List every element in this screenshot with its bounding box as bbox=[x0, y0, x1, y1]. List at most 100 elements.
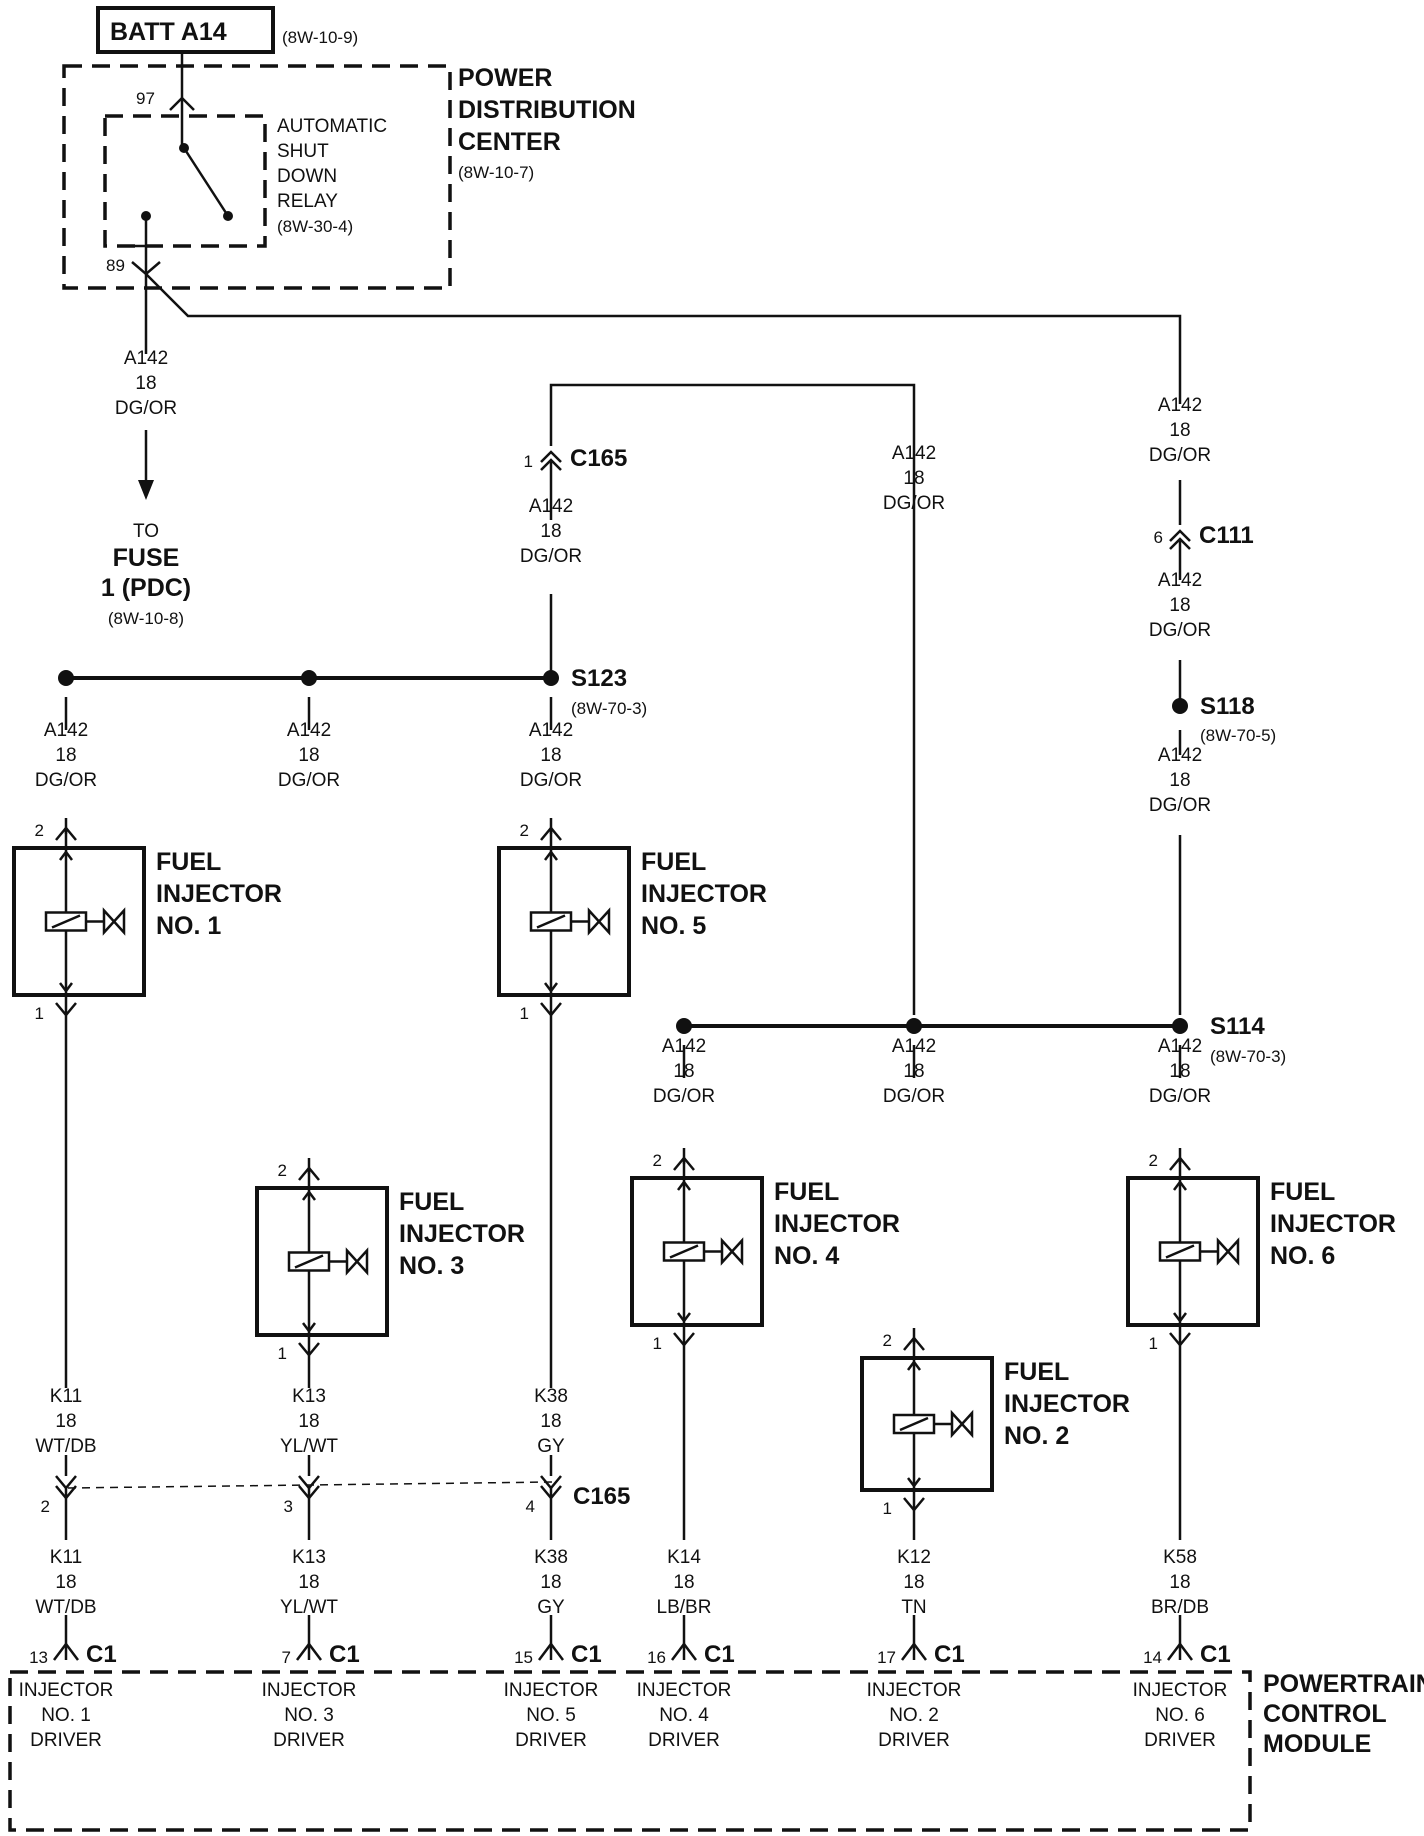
fuse-label-1: TO bbox=[133, 521, 159, 542]
a142-label-6-circuit: A142 bbox=[1158, 745, 1202, 766]
label-k58-gauge: 18 bbox=[1169, 1572, 1190, 1593]
injector-box bbox=[497, 846, 631, 997]
label-upper-k38-circuit: K38 bbox=[534, 1386, 568, 1407]
a142-label-6-color: DG/OR bbox=[1149, 795, 1211, 816]
fuse-label-2: FUSE bbox=[113, 544, 180, 572]
pdc-boundary bbox=[62, 64, 452, 290]
injector-label-1: FUEL bbox=[399, 1188, 464, 1216]
a142-label-5-gauge: 18 bbox=[1169, 595, 1190, 616]
driver-label-3: DRIVER bbox=[878, 1730, 950, 1751]
splice-s123 bbox=[543, 670, 559, 686]
c111-terminal bbox=[1169, 537, 1191, 550]
valve-icon bbox=[950, 1409, 974, 1439]
injector-box bbox=[860, 1356, 994, 1492]
valve-icon bbox=[720, 1237, 744, 1266]
a142-label-1-circuit: A142 bbox=[124, 348, 168, 369]
label-upper-k38-gauge: 18 bbox=[540, 1411, 561, 1432]
pin-bot-label: 1 bbox=[883, 1499, 892, 1518]
pcm-label-2: CONTROL bbox=[1263, 1700, 1387, 1728]
injector-label-2: INJECTOR bbox=[1270, 1210, 1396, 1238]
a142-label-4-color: DG/OR bbox=[883, 493, 945, 514]
driver-label-1: INJECTOR bbox=[262, 1680, 357, 1701]
injector-label-3: NO. 3 bbox=[399, 1252, 464, 1280]
c1-terminal bbox=[53, 1641, 79, 1661]
pdc-label-3: CENTER bbox=[458, 128, 561, 156]
splice-s118 bbox=[1172, 698, 1188, 714]
driver-label-3: DRIVER bbox=[515, 1730, 587, 1751]
label-upper-k38-color: GY bbox=[537, 1436, 565, 1457]
a142-label-1-gauge: 18 bbox=[135, 373, 156, 394]
driver-label-3: DRIVER bbox=[648, 1730, 720, 1751]
a142-label-2-gauge: 18 bbox=[1169, 420, 1190, 441]
driver-label-1: INJECTOR bbox=[867, 1680, 962, 1701]
a142-label-3-circuit: A142 bbox=[529, 496, 573, 517]
pdc-pin-97: 97 bbox=[136, 89, 155, 108]
pin-bot-label: 1 bbox=[35, 1004, 44, 1023]
c1-terminal bbox=[296, 1641, 322, 1661]
a142-label-10-circuit: A142 bbox=[662, 1036, 706, 1057]
pin-bot-label: 1 bbox=[1149, 1334, 1158, 1353]
injector-box bbox=[255, 1186, 389, 1337]
asd-label-1: AUTOMATIC bbox=[277, 116, 387, 137]
a142-label-5-color: DG/OR bbox=[1149, 620, 1211, 641]
a142-label-7-gauge: 18 bbox=[55, 745, 76, 766]
a142-label-9-circuit: A142 bbox=[529, 720, 573, 741]
driver-label-1: INJECTOR bbox=[637, 1680, 732, 1701]
c165-pin-label: 2 bbox=[41, 1497, 50, 1516]
a142-label-8-color: DG/OR bbox=[278, 770, 340, 791]
fuse-label-3: 1 (PDC) bbox=[101, 574, 191, 602]
a142-label-3-color: DG/OR bbox=[520, 546, 582, 567]
s123-label: S123 bbox=[571, 665, 627, 692]
battery-box bbox=[96, 6, 275, 54]
label-upper-k13-gauge: 18 bbox=[298, 1411, 319, 1432]
c111-pin: 6 bbox=[1154, 528, 1163, 547]
splice-s114 bbox=[1172, 1018, 1188, 1034]
injector-label-3: NO. 2 bbox=[1004, 1422, 1069, 1450]
driver-label-1: INJECTOR bbox=[1133, 1680, 1228, 1701]
battery-label: BATT A14 bbox=[110, 18, 227, 46]
pdc-ref: (8W-10-7) bbox=[458, 163, 534, 182]
a142-label-12-circuit: A142 bbox=[1158, 1036, 1202, 1057]
a142-label-4-gauge: 18 bbox=[903, 468, 924, 489]
c1-label: C1 bbox=[1200, 1641, 1231, 1668]
c165-bottom-label: C165 bbox=[573, 1483, 630, 1510]
battery-ref: (8W-10-9) bbox=[282, 28, 358, 47]
c1-pin-label: 7 bbox=[282, 1648, 291, 1667]
driver-label-2: NO. 2 bbox=[889, 1705, 939, 1726]
s114-node-4 bbox=[676, 1018, 692, 1034]
valve-icon bbox=[587, 907, 611, 936]
label-lower-k13-color: YL/WT bbox=[280, 1597, 338, 1618]
injector-label-1: FUEL bbox=[641, 848, 706, 876]
label-k12-color: TN bbox=[901, 1597, 926, 1618]
injector-box bbox=[630, 1176, 764, 1327]
label-lower-k11-color: WT/DB bbox=[35, 1597, 96, 1618]
a142-label-10-gauge: 18 bbox=[673, 1061, 694, 1082]
pin-top-label: 2 bbox=[883, 1331, 892, 1350]
pin-bot-label: 1 bbox=[278, 1344, 287, 1363]
label-lower-k38-gauge: 18 bbox=[540, 1572, 561, 1593]
valve-icon bbox=[1216, 1237, 1240, 1266]
a142-label-10-color: DG/OR bbox=[653, 1086, 715, 1107]
pin-top-label: 2 bbox=[653, 1151, 662, 1170]
pcm-boundary bbox=[8, 1670, 1252, 1832]
label-lower-k38-color: GY bbox=[537, 1597, 565, 1618]
